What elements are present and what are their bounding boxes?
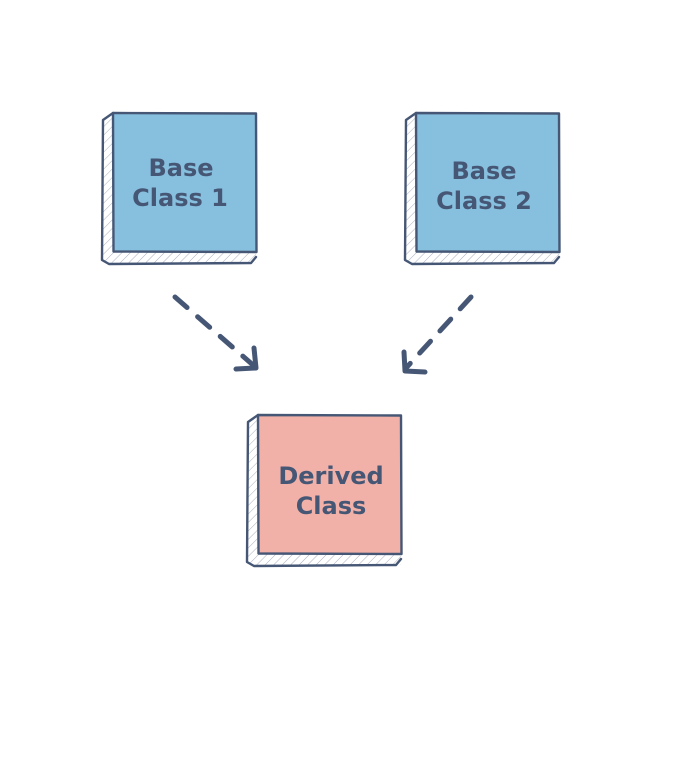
edge-line-dashed — [172, 294, 256, 368]
node-label-line-2: Class — [296, 492, 367, 520]
node-shadow-outline — [100, 111, 258, 266]
arrowhead-icon — [233, 345, 259, 372]
node-label-line-2: Class 2 — [436, 187, 532, 215]
node-base-class-1[interactable]: Base Class 1 — [100, 111, 258, 266]
arrowhead-icon — [401, 349, 428, 375]
node-border — [256, 413, 403, 556]
node-border — [414, 111, 561, 254]
node-derived-class[interactable]: Derived Class — [245, 413, 403, 568]
node-face — [113, 113, 256, 252]
node-shadow-outline — [403, 111, 561, 266]
node-label-line-1: Derived — [278, 462, 383, 490]
node-face — [258, 415, 401, 554]
node-border — [111, 111, 258, 254]
node-base-class-2[interactable]: Base Class 2 — [403, 111, 561, 266]
node-label-line-1: Base — [148, 154, 213, 182]
node-label-line-1: Base — [451, 157, 516, 185]
node-label-line-2: Class 1 — [132, 184, 228, 212]
node-face — [416, 113, 559, 252]
edge-line-dashed — [403, 294, 474, 371]
node-shadow-outline — [245, 413, 403, 568]
edge-base2-to-derived[interactable] — [401, 294, 474, 375]
edge-base1-to-derived[interactable] — [172, 294, 259, 372]
